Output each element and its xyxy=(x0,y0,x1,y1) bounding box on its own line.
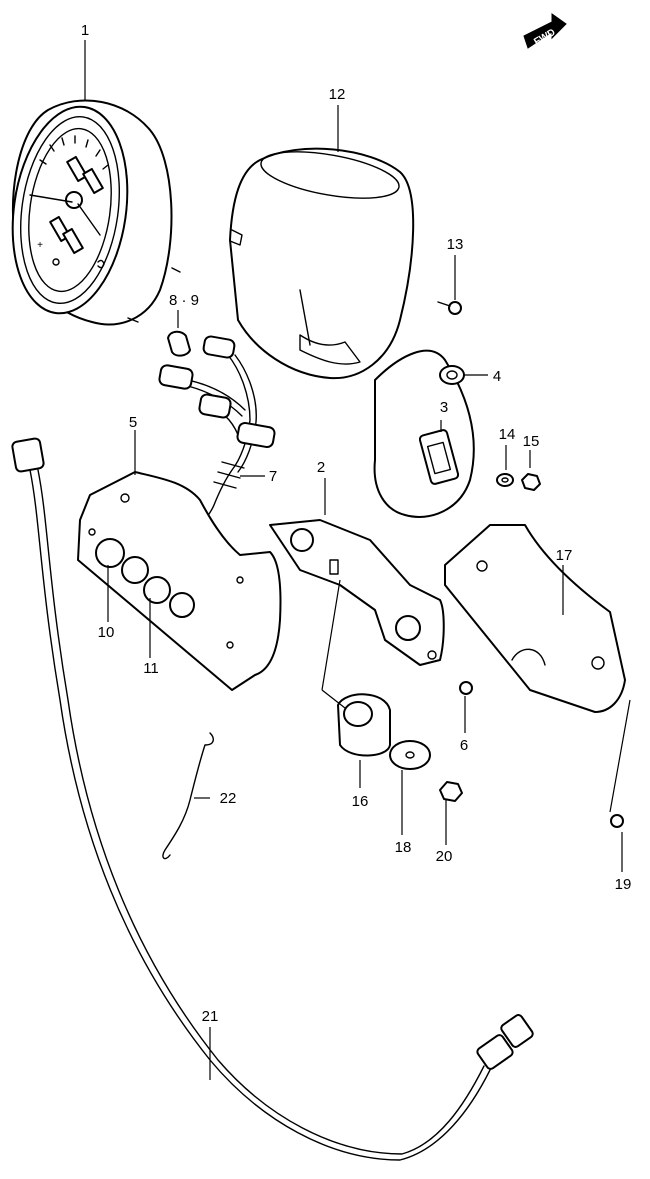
callout-15: 15 xyxy=(523,433,540,450)
callout-8-9: 8 · 9 xyxy=(169,292,199,309)
callout-16: 16 xyxy=(352,793,369,810)
meter-bracket[interactable] xyxy=(269,519,445,666)
callout-10: 10 xyxy=(98,624,115,641)
callout-18: 18 xyxy=(395,839,412,856)
washer-18[interactable] xyxy=(389,740,431,770)
indicator-panel-plate[interactable] xyxy=(373,349,475,518)
callout-14: 14 xyxy=(499,426,516,443)
callout-13: 13 xyxy=(447,236,464,253)
callout-22: 22 xyxy=(220,790,237,807)
screw-13[interactable] xyxy=(437,301,462,315)
callout-2: 2 xyxy=(317,459,325,476)
callout-4: 4 xyxy=(493,368,501,385)
callout-17: 17 xyxy=(556,547,573,564)
bolt-6[interactable] xyxy=(459,681,473,695)
callout-labels: 1 2 3 4 5 6 7 8 · 9 10 11 12 13 14 15 16… xyxy=(81,22,632,1025)
fwd-direction-badge: FWD xyxy=(523,13,567,49)
callout-1: 1 xyxy=(81,22,89,39)
callout-19: 19 xyxy=(615,876,632,893)
svg-text:+: + xyxy=(37,240,43,251)
callout-5: 5 xyxy=(129,414,137,431)
meter-cover-plate[interactable] xyxy=(444,524,626,713)
speedometer-cable[interactable] xyxy=(11,437,535,1161)
screw-19[interactable] xyxy=(610,814,624,828)
grommet[interactable] xyxy=(439,365,465,385)
rubber-damper[interactable] xyxy=(337,693,391,757)
meter-case-lower[interactable] xyxy=(77,471,282,691)
washer-14[interactable] xyxy=(496,473,514,487)
wire-clip[interactable] xyxy=(162,732,214,860)
callout-6: 6 xyxy=(460,737,468,754)
meter-cover[interactable] xyxy=(229,143,415,380)
bulb-socket[interactable] xyxy=(167,330,191,357)
nut-20[interactable] xyxy=(439,781,463,802)
callout-11: 11 xyxy=(143,660,159,677)
callout-20: 20 xyxy=(436,848,453,865)
speedometer[interactable]: + xyxy=(0,99,181,326)
callout-3: 3 xyxy=(440,399,448,416)
callout-7: 7 xyxy=(269,468,277,485)
meter-wiring-harness[interactable] xyxy=(158,335,276,536)
nut-15[interactable] xyxy=(521,473,541,491)
callout-21: 21 xyxy=(202,1008,219,1025)
callout-12: 12 xyxy=(329,86,346,103)
leader-lines xyxy=(84,40,631,1080)
